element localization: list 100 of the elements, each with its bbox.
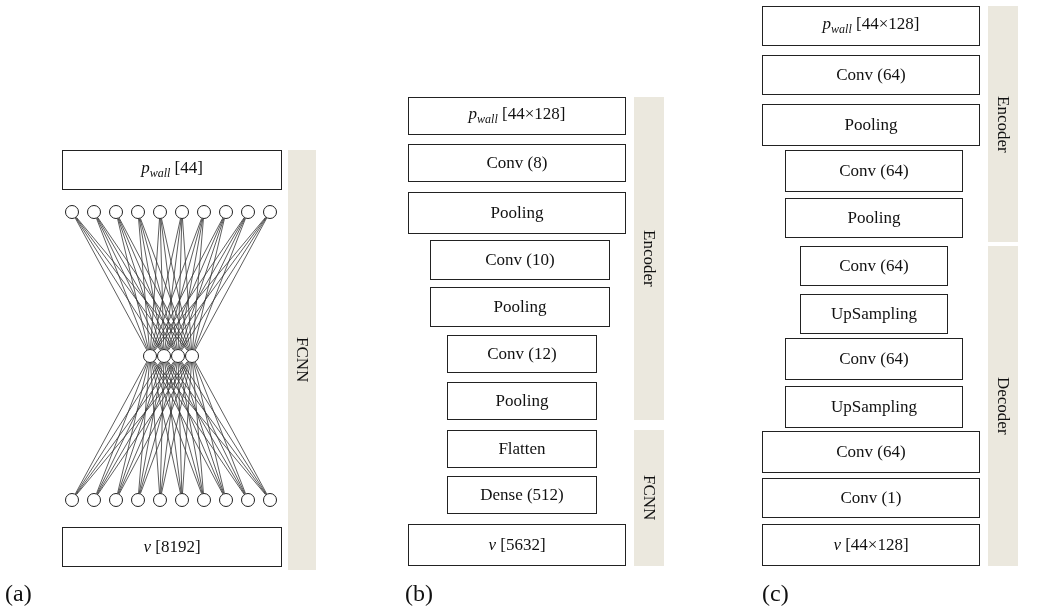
connection-line [164, 362, 182, 494]
connection-line [153, 361, 245, 495]
connection-line [193, 218, 225, 350]
connection-line [152, 218, 202, 350]
connection-line [97, 217, 175, 351]
section-band: Encoder [634, 97, 664, 420]
connection-line [165, 218, 203, 350]
connection-line [179, 362, 225, 494]
connection-line [138, 218, 150, 350]
layer-box: Conv (1) [762, 478, 980, 518]
neuron-circle [171, 349, 185, 363]
connection-line [194, 218, 246, 350]
neuron-circle [109, 205, 123, 219]
connection-line [97, 361, 189, 495]
connection-line [139, 362, 177, 494]
layer-box: Conv (64) [762, 431, 980, 473]
section-band: Decoder [988, 246, 1018, 566]
connection-line [138, 218, 164, 350]
layer-box: UpSampling [785, 386, 963, 428]
connection-line [192, 218, 204, 350]
neuron-circle [241, 493, 255, 507]
section-band: FCNN [634, 430, 664, 566]
layer-box: Flatten [447, 430, 597, 468]
connection-line [150, 218, 160, 350]
connection-line [140, 218, 190, 350]
connection-line [96, 218, 148, 350]
connection-line [159, 218, 165, 350]
connection-line [118, 362, 176, 494]
connection-line [167, 217, 245, 351]
connection-line [194, 361, 268, 495]
connection-line [152, 362, 202, 494]
connection-line [161, 218, 191, 350]
layer-box: Pooling [408, 192, 626, 234]
connection-line [177, 362, 183, 494]
neuron-circle [87, 493, 101, 507]
neuron-circle [241, 205, 255, 219]
connection-line [117, 362, 163, 494]
connection-line [182, 218, 192, 350]
connection-line [117, 218, 163, 350]
neuron-circle [219, 205, 233, 219]
connection-line [97, 361, 175, 495]
connection-line [192, 362, 204, 494]
neuron-circle [219, 493, 233, 507]
connection-line [151, 362, 181, 494]
layer-box: Pooling [430, 287, 610, 327]
section-band: Encoder [988, 6, 1018, 242]
neuron-circle [185, 349, 199, 363]
neuron-circle [197, 493, 211, 507]
layer-box: v [44×128] [762, 524, 980, 566]
connection-line [178, 362, 204, 494]
connection-line [193, 362, 225, 494]
connection-line [161, 362, 191, 494]
connection-line [166, 362, 224, 494]
neuron-circle [153, 205, 167, 219]
connection-line [118, 218, 176, 350]
layer-box: Conv (64) [800, 246, 948, 286]
layer-box: v [5632] [408, 524, 626, 566]
connection-line [167, 361, 245, 495]
connection-line [140, 362, 190, 494]
connection-line [139, 218, 177, 350]
connection-line [138, 362, 150, 494]
neuron-circle [175, 493, 189, 507]
neuron-circle [197, 205, 211, 219]
layer-box: Conv (8) [408, 144, 626, 182]
neuron-circle [65, 205, 79, 219]
connection-line [150, 362, 160, 494]
neuron-circle [143, 349, 157, 363]
connection-line [117, 218, 149, 350]
connection-line [152, 217, 224, 351]
connection-line [177, 218, 183, 350]
layer-box: Conv (12) [447, 335, 597, 373]
connection-line [178, 218, 204, 350]
panel-label: (a) [5, 580, 32, 607]
neuron-circle [65, 493, 79, 507]
connection-line [118, 217, 190, 351]
neuron-circle [153, 493, 167, 507]
panel-label: (b) [405, 580, 433, 607]
panel-label: (c) [762, 580, 789, 607]
connection-line [118, 361, 190, 495]
connection-line [159, 362, 165, 494]
layer-box: UpSampling [800, 294, 948, 334]
layer-box: Conv (64) [762, 55, 980, 95]
neuron-circle [109, 493, 123, 507]
neuron-circle [87, 205, 101, 219]
connection-line [96, 217, 162, 351]
layer-box: p$_{wall}$ [44] [62, 150, 282, 190]
layer-box: Pooling [785, 198, 963, 238]
layer-box: p$_{wall}$ [44×128] [762, 6, 980, 46]
connection-line [138, 362, 164, 494]
connection-line [182, 362, 192, 494]
layer-box: p$_{wall}$ [44×128] [408, 97, 626, 135]
connection-line [74, 361, 148, 495]
connection-line [97, 217, 189, 351]
layer-box: Conv (10) [430, 240, 610, 280]
layer-box: v [8192] [62, 527, 282, 567]
layer-box: Conv (64) [785, 338, 963, 380]
neuron-circle [157, 349, 171, 363]
connection-line [160, 362, 178, 494]
layer-box: Pooling [762, 104, 980, 146]
layer-box: Conv (64) [785, 150, 963, 192]
